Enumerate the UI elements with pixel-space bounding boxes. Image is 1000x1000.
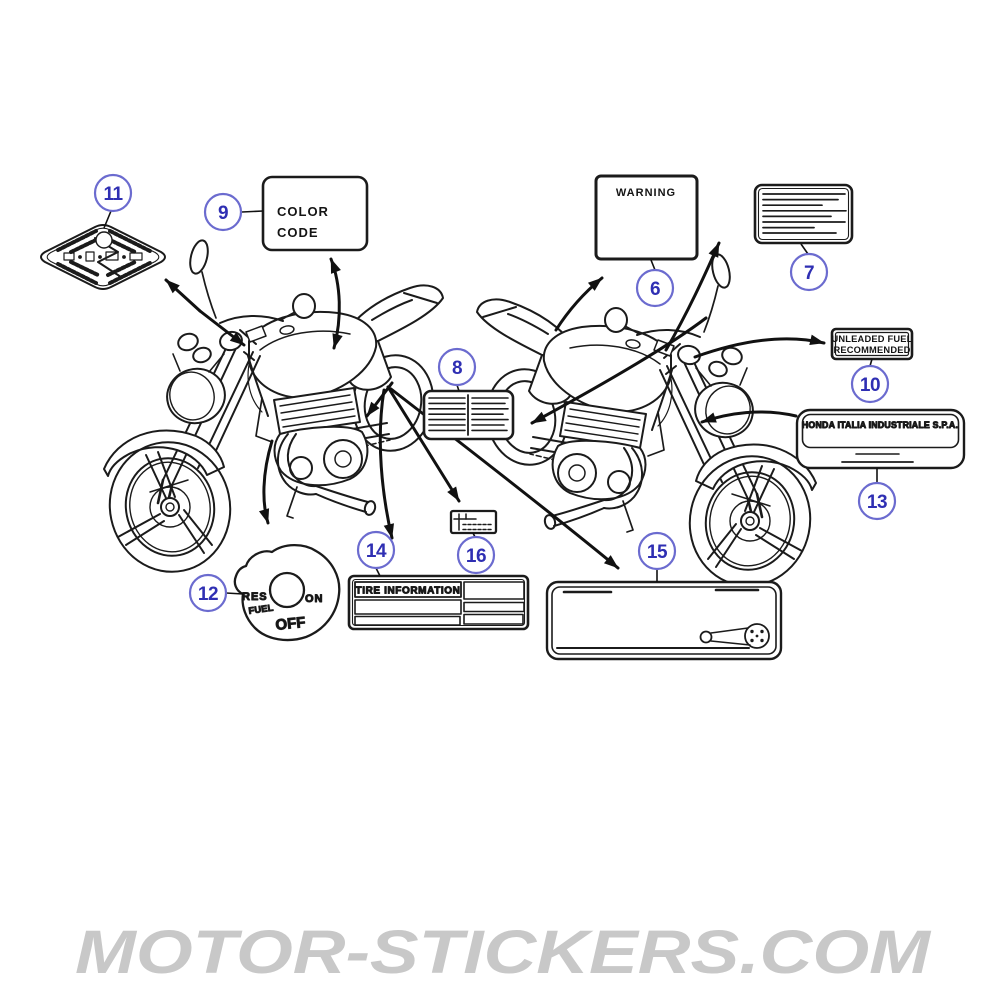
callout-connectors	[103, 210, 878, 595]
label-drive-chain	[545, 580, 783, 661]
unleaded-line2: RECOMMENDED	[833, 345, 910, 355]
label-fuel-valve: RES ON FUEL OFF	[233, 543, 341, 642]
unleaded-line1: UNLEADED FUEL	[831, 334, 912, 344]
callout-6: 6	[635, 268, 675, 308]
callout-13-number: 13	[867, 492, 887, 513]
label-two-column	[422, 389, 515, 441]
valve-fuel: FUEL	[248, 603, 274, 616]
arrow-to-label-9	[329, 257, 343, 350]
arrow-to-bike-11	[198, 309, 246, 347]
watermark-text: MOTOR-STICKERS.COM	[75, 918, 931, 986]
callout-7: 7	[789, 252, 829, 292]
callout-6-number: 6	[650, 279, 660, 300]
tire-information-text: TIRE INFORMATION	[356, 586, 461, 597]
callout-9: 9	[203, 192, 243, 232]
label-tire-information: TIRE INFORMATION	[347, 574, 530, 631]
arrow-to-label-10	[693, 334, 826, 359]
valve-on: ON	[305, 593, 324, 605]
color-code-line2: CODE	[277, 225, 319, 240]
label-accessory-diamond	[40, 224, 166, 290]
callout-15: 15	[637, 531, 677, 571]
arrow-to-label-14	[378, 388, 395, 540]
callout-arrows	[164, 241, 826, 570]
valve-off: OFF	[275, 614, 307, 634]
label-color-code: COLOR CODE	[261, 175, 369, 252]
callout-10: 10	[850, 364, 890, 404]
arrow-to-label-11	[164, 278, 202, 313]
color-code-line1: COLOR	[277, 204, 329, 219]
arrow-to-bike-rear	[365, 381, 394, 418]
label-warning: WARNING	[594, 174, 699, 261]
warning-text: WARNING	[616, 187, 676, 199]
label-small-strip	[449, 509, 498, 535]
arrow-to-label-6	[554, 276, 604, 332]
label-unleaded-fuel: UNLEADED FUEL RECOMMENDED	[830, 327, 914, 361]
callout-10-number: 10	[860, 375, 880, 396]
label-fine-print	[753, 183, 854, 245]
callout-16: 16	[456, 535, 496, 575]
arrow-to-bike-13	[700, 410, 798, 424]
callout-7-number: 7	[804, 263, 814, 284]
valve-res: RES	[242, 591, 268, 603]
arrow-to-label-7	[664, 241, 721, 352]
callout-12: 12	[188, 573, 228, 613]
callout-15-number: 15	[647, 542, 668, 563]
label-manufacturer-plate: HONDA ITALIA INDUSTRIALE S.P.A.	[795, 408, 966, 470]
callout-8-number: 8	[452, 358, 462, 379]
callout-16-number: 16	[466, 546, 486, 567]
arrow-to-label-15	[389, 387, 620, 570]
callout-14: 14	[356, 530, 396, 570]
arrow-to-label-12	[258, 439, 274, 525]
callout-14-number: 14	[366, 541, 387, 562]
callout-13: 13	[857, 481, 897, 521]
callout-9-number: 9	[218, 203, 228, 224]
callout-11: 11	[93, 173, 133, 213]
arrow-to-label-16	[386, 385, 461, 503]
manufacturer-text: HONDA ITALIA INDUSTRIALE S.P.A.	[802, 420, 958, 430]
callout-8: 8	[437, 347, 477, 387]
callout-11-number: 11	[103, 184, 123, 205]
callout-12-number: 12	[198, 584, 218, 605]
arrow-to-label-8	[530, 316, 708, 425]
callouts: 11 9 6 7 10 13 8 12	[93, 173, 897, 613]
